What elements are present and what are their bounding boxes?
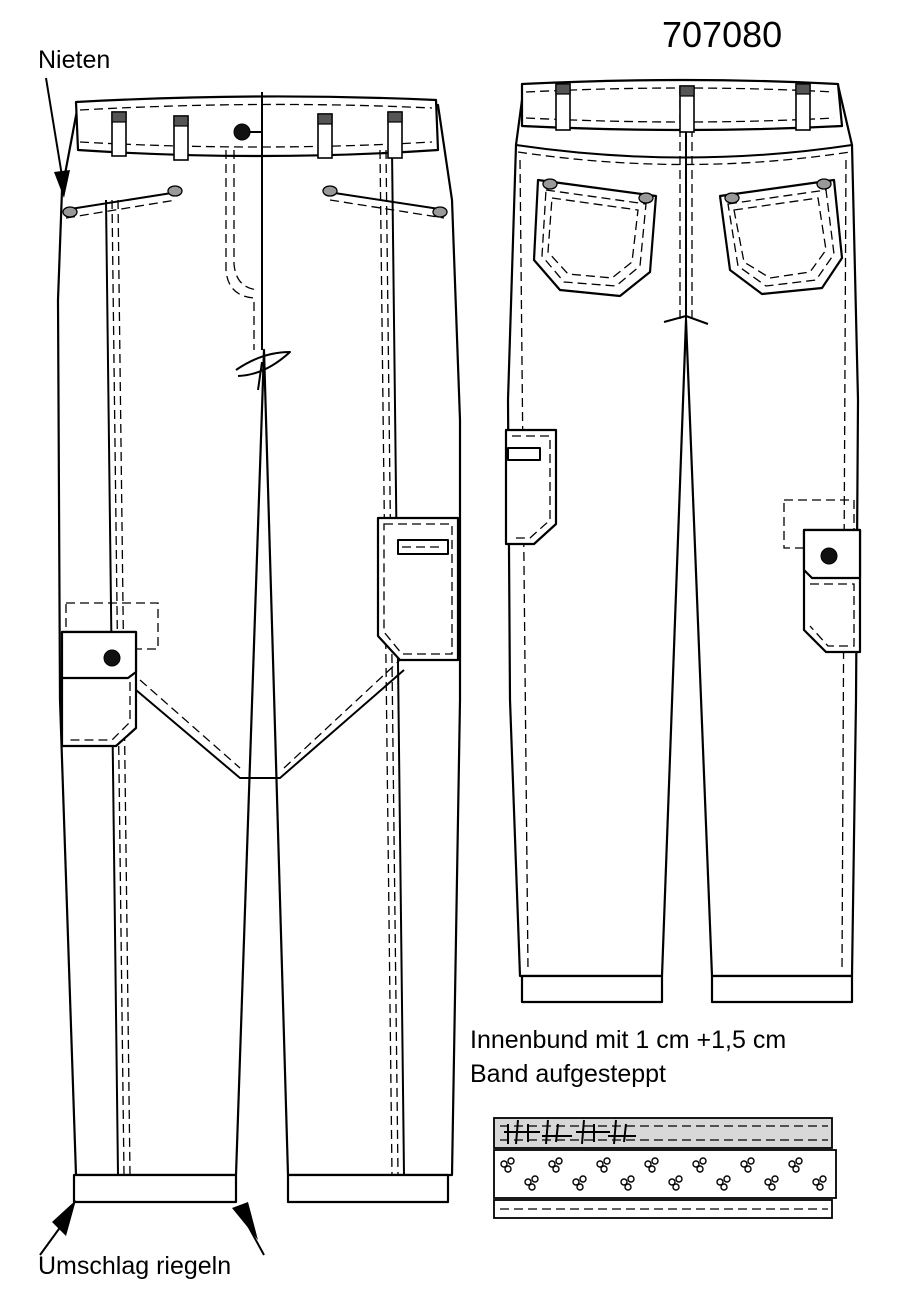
tape-pattern-dot xyxy=(723,1175,731,1183)
tape-pattern-dot xyxy=(744,1165,752,1173)
tape-pattern-dot xyxy=(644,1160,652,1168)
tape-pattern-dot xyxy=(603,1157,611,1165)
tape-pattern-dot xyxy=(795,1157,803,1165)
tape-pattern-dot xyxy=(507,1157,515,1165)
waistband-note-line2: Band aufgesteppt xyxy=(470,1060,666,1088)
rivets-label: Nieten xyxy=(38,46,111,74)
tape-pattern-dot xyxy=(764,1178,772,1186)
tape-pattern-dot xyxy=(819,1175,827,1183)
annotation-arrows xyxy=(39,77,265,1256)
tape-pattern-dot xyxy=(792,1165,800,1173)
front-hem-cuff-right xyxy=(286,1173,450,1204)
tape-pattern-dot xyxy=(716,1178,724,1186)
tape-pattern-dot xyxy=(627,1175,635,1183)
back-hem-cuff-left xyxy=(520,974,664,1004)
tape-pattern-dot xyxy=(548,1160,556,1168)
tape-pattern-dot xyxy=(552,1165,560,1173)
tape-pattern-dot xyxy=(648,1165,656,1173)
tape-patterned-band xyxy=(493,1149,837,1199)
tape-top-band xyxy=(493,1117,833,1149)
hem-tack-arrow-left xyxy=(52,1200,76,1236)
front-waistband xyxy=(74,95,440,158)
rivet xyxy=(542,178,558,190)
waistband-tape-detail xyxy=(493,1117,837,1219)
rivets-arrow xyxy=(54,170,70,198)
tape-pattern-dot xyxy=(672,1183,680,1191)
article-number: 707080 xyxy=(662,14,783,55)
back-view xyxy=(504,78,862,1004)
tape-pattern-dot xyxy=(816,1183,824,1191)
tape-pattern-dot xyxy=(524,1178,532,1186)
rivet xyxy=(724,192,740,204)
tape-pattern-dot xyxy=(596,1160,604,1168)
tape-pattern-dot xyxy=(771,1175,779,1183)
rivet xyxy=(322,185,338,197)
tape-pattern-dot xyxy=(812,1178,820,1186)
front-trouser-outline xyxy=(56,103,462,1177)
tape-pattern-dot xyxy=(576,1183,584,1191)
hem-tack-label: Umschlag riegeln xyxy=(38,1252,232,1280)
pocket-button xyxy=(103,649,121,667)
rivet xyxy=(816,178,832,190)
tape-pattern-dot xyxy=(572,1178,580,1186)
front-pocket-flap-left xyxy=(60,630,138,680)
rivet xyxy=(62,206,78,218)
tape-pattern-dot xyxy=(668,1178,676,1186)
tape-pattern-dot xyxy=(504,1165,512,1173)
tape-pattern-dot xyxy=(675,1175,683,1183)
waistband-note-line1: Innenbund mit 1 cm +1,5 cm xyxy=(470,1026,787,1054)
tape-pattern-dot xyxy=(531,1175,539,1183)
tape-pattern-dot xyxy=(600,1165,608,1173)
front-view xyxy=(56,92,462,1204)
rivet xyxy=(432,206,448,218)
tape-pattern-dot xyxy=(699,1157,707,1165)
tape-pattern-dot xyxy=(624,1183,632,1191)
front-hem-cuff-left xyxy=(72,1173,238,1204)
tape-pattern-dot xyxy=(651,1157,659,1165)
tape-pattern-dot xyxy=(740,1160,748,1168)
tape-pattern-dot xyxy=(555,1157,563,1165)
tape-pattern-dot xyxy=(720,1183,728,1191)
tape-pattern-dot xyxy=(692,1160,700,1168)
tape-pattern-dot xyxy=(500,1160,508,1168)
rivet xyxy=(638,192,654,204)
tape-pattern-dot xyxy=(696,1165,704,1173)
tape-pattern-dot xyxy=(788,1160,796,1168)
pocket-button xyxy=(820,547,838,565)
back-cargo-pocket-left xyxy=(504,428,558,546)
hem-tack-arrow-right xyxy=(232,1202,258,1240)
tape-pattern-dot xyxy=(768,1183,776,1191)
tape-pattern-dot xyxy=(528,1183,536,1191)
rivet xyxy=(167,185,183,197)
tape-pattern-dot xyxy=(747,1157,755,1165)
back-pocket-hidden-flap xyxy=(783,499,855,549)
waist-button xyxy=(233,123,251,141)
back-hem-cuff-right xyxy=(710,974,854,1004)
tape-pattern-dot xyxy=(620,1178,628,1186)
tape-pattern-dot xyxy=(579,1175,587,1183)
